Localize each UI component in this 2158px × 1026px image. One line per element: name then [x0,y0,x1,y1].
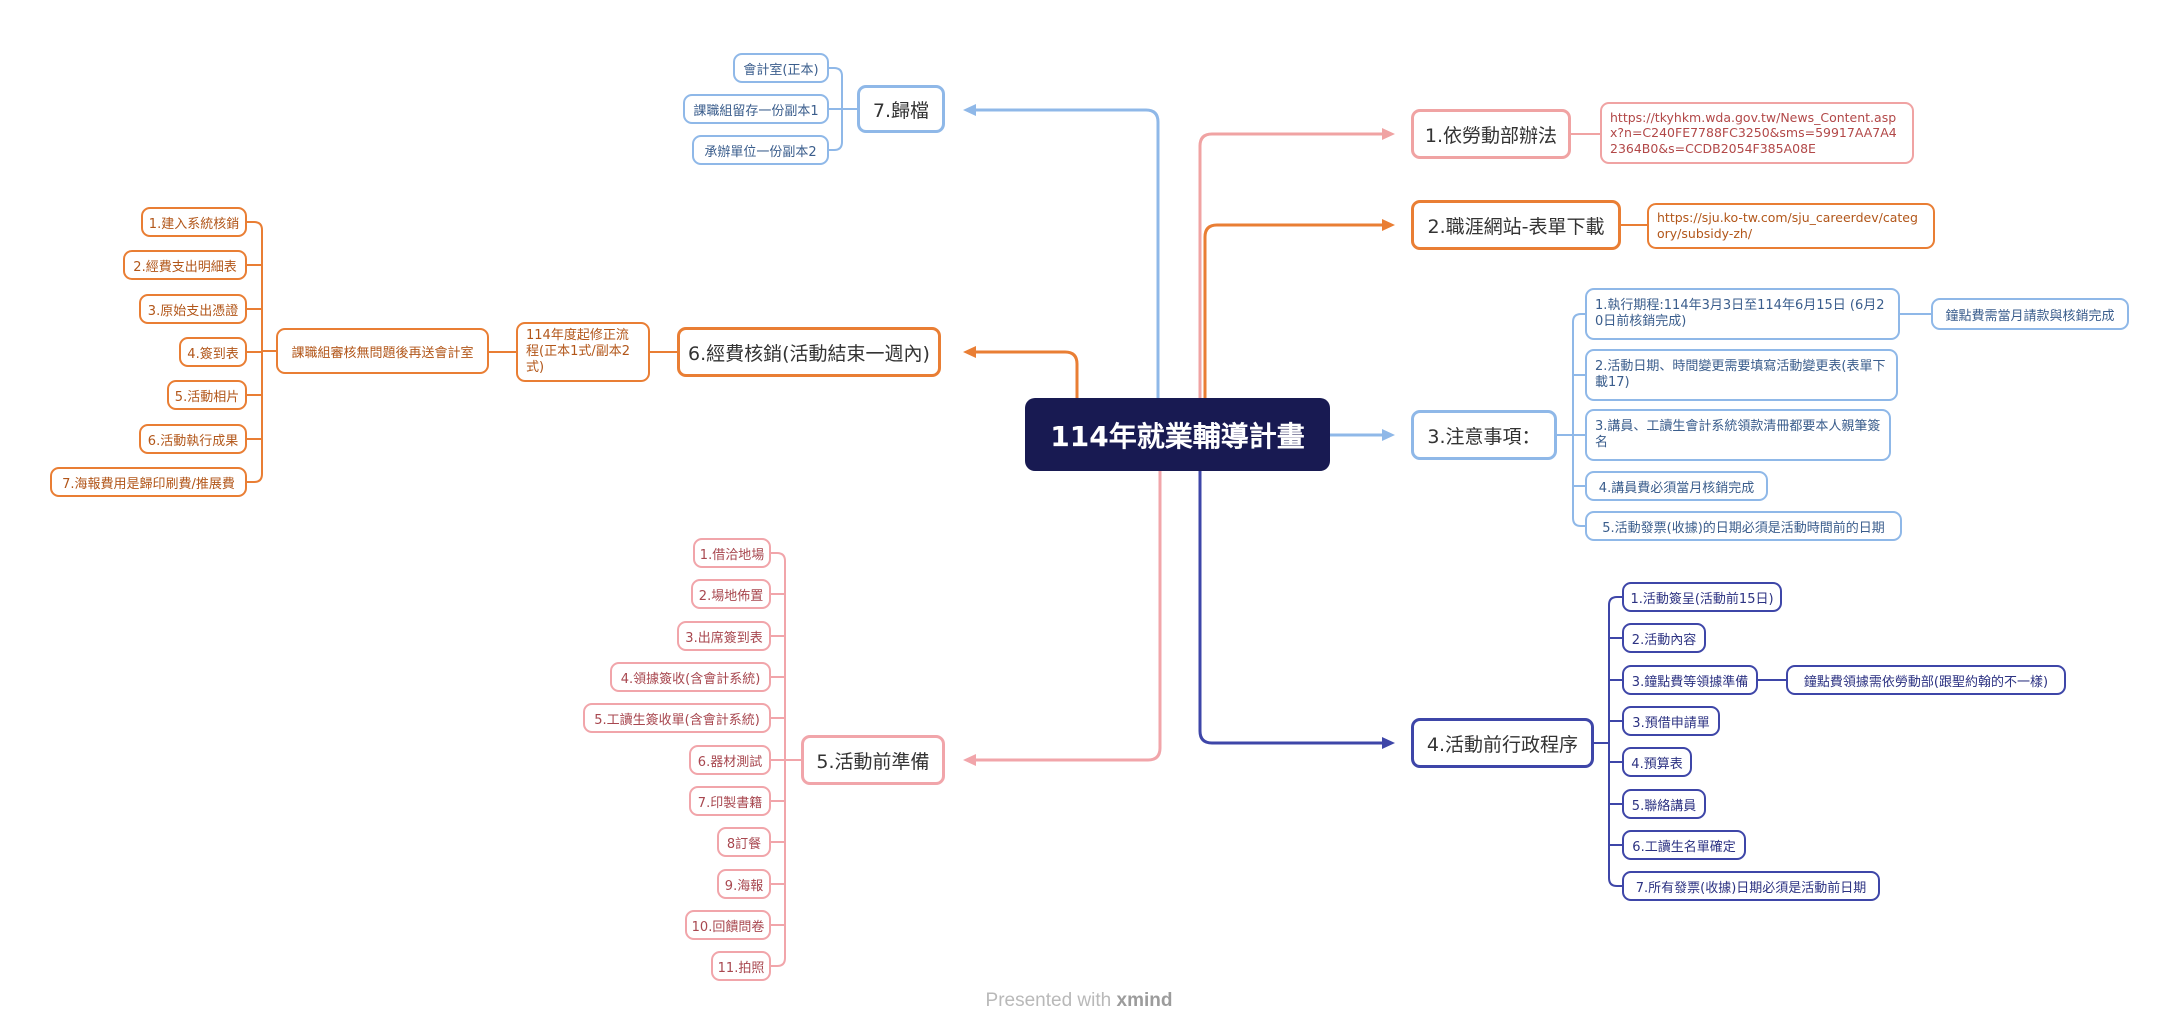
expense-item[interactable]: 6.活動執行成果 [139,424,247,454]
admin-item[interactable]: 1.活動簽呈(活動前15日) [1622,582,1782,612]
prep-item[interactable]: 1.借洽地場 [693,538,771,568]
labor-ministry-url[interactable]: https://tkyhkm.wda.gov.tw/News_Content.a… [1600,102,1914,164]
note-item[interactable]: 2.活動日期、時間變更需要填寫活動變更表(表單下載17) [1585,349,1898,401]
expense-item[interactable]: 2.經費支出明細表 [123,250,247,280]
admin-item[interactable]: 7.所有發票(收據)日期必須是活動前日期 [1622,871,1880,901]
prep-item[interactable]: 3.出席簽到表 [677,621,771,651]
main-connector-7 [973,108,1160,400]
arrow-head-4 [1382,737,1395,749]
main-connector-5 [973,469,1162,762]
admin-item[interactable]: 6.工讀生名單確定 [1622,830,1746,860]
prep-item[interactable]: 4.領據簽收(含會計系統) [610,662,771,692]
note-subitem[interactable]: 鐘點費需當月請款與核銷完成 [1931,298,2129,330]
arrow-head-7 [963,104,976,116]
admin-item[interactable]: 4.預算表 [1622,747,1692,777]
arrow-head-5 [963,754,976,766]
footer-prefix: Presented with [985,990,1112,1011]
branch-archiving[interactable]: 7.歸檔 [857,85,945,133]
main-connector-4 [1198,469,1385,745]
branch-pre-activity-admin[interactable]: 4.活動前行政程序 [1411,718,1594,768]
note-item[interactable]: 1.執行期程:114年3月3日至114年6月15日 (6月20日前核銷完成) [1585,288,1900,340]
admin-item[interactable]: 5.聯絡講員 [1622,789,1706,819]
prep-item[interactable]: 11.拍照 [711,951,771,981]
expense-item[interactable]: 5.活動相片 [167,380,247,410]
prep-item[interactable]: 8訂餐 [717,827,771,857]
branch-connector [770,552,802,967]
admin-item[interactable]: 3.鐘點費等領據準備 [1622,665,1758,695]
archive-item[interactable]: 會計室(正本) [733,53,829,83]
expense-process-note[interactable]: 114年度起修正流程(正本1式/副本2式) [516,322,650,382]
branch-connector [828,67,858,151]
branch-labor-ministry-rules[interactable]: 1.依勞動部辦法 [1411,109,1571,159]
central-topic[interactable]: 114年就業輔導計畫 [1025,398,1330,471]
arrow-head-6 [963,346,976,358]
xmind-logo: xmind [1116,990,1173,1011]
admin-item[interactable]: 3.預借申請單 [1622,706,1720,736]
note-item[interactable]: 4.講員費必須當月核銷完成 [1585,471,1768,501]
archive-item[interactable]: 承辦單位一份副本2 [692,135,829,165]
expense-item[interactable]: 4.簽到表 [179,337,247,367]
branch-notes[interactable]: 3.注意事項： [1411,410,1557,460]
career-site-url[interactable]: https://sju.ko-tw.com/sju_careerdev/cate… [1647,203,1935,249]
expense-item[interactable]: 1.建入系統核銷 [141,207,247,237]
expense-item[interactable]: 7.海報費用是歸印刷費/推展費 [50,467,247,497]
prep-item[interactable]: 10.回饋問卷 [685,910,771,940]
arrow-head-3 [1382,429,1395,441]
prep-item[interactable]: 9.海報 [717,869,771,899]
prep-item[interactable]: 5.工讀生簽收單(含會計系統) [583,703,771,733]
presented-with-xmind-footer: Presented with xmind [0,990,2158,1012]
branch-connector [1593,596,1623,887]
arrow-head-1 [1382,128,1395,140]
prep-item[interactable]: 6.器材測試 [689,745,771,775]
main-connector-6 [973,350,1079,400]
branch-pre-activity-prep[interactable]: 5.活動前準備 [801,735,945,785]
arrow-head-2 [1382,219,1395,231]
branch-connector [1556,313,1586,527]
prep-item[interactable]: 2.場地佈置 [691,579,771,609]
admin-subitem[interactable]: 鐘點費領據需依勞動部(跟聖約翰的不一樣) [1786,665,2066,695]
archive-item[interactable]: 課職組留存一份副本1 [683,94,829,124]
branch-connector [246,221,277,483]
note-item[interactable]: 5.活動發票(收據)的日期必須是活動時間前的日期 [1585,511,1902,541]
expense-item[interactable]: 3.原始支出憑證 [139,294,247,324]
admin-item[interactable]: 2.活動內容 [1622,623,1706,653]
branch-career-site-download[interactable]: 2.職涯網站-表單下載 [1411,200,1621,250]
note-item[interactable]: 3.講員、工讀生會計系統領款清冊都要本人親筆簽名 [1585,409,1891,461]
main-connector-1 [1198,132,1385,400]
expense-review-note[interactable]: 課職組審核無問題後再送會計室 [276,328,489,374]
main-connector-2 [1203,223,1385,400]
prep-item[interactable]: 7.印製書籍 [689,786,771,816]
branch-expense-reimbursement[interactable]: 6.經費核銷(活動結束一週內) [677,327,941,377]
